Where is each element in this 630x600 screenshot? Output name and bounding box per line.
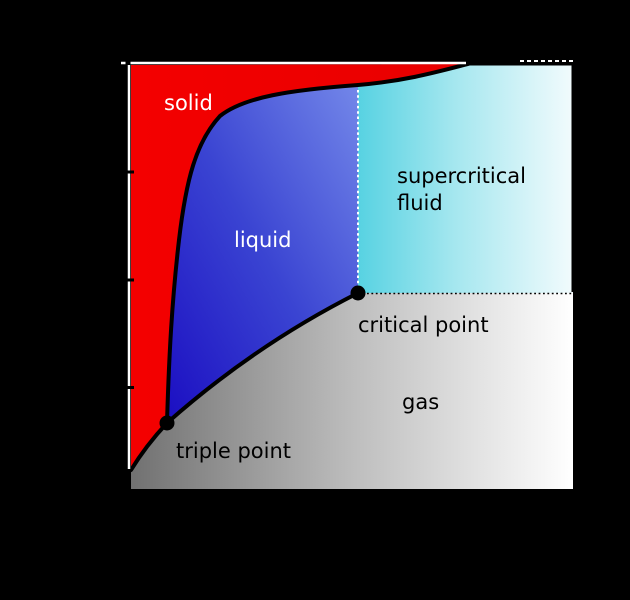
triple-point-marker [159, 415, 175, 431]
liquid-region-label: liquid [234, 228, 292, 252]
y-axis-tick [123, 278, 134, 282]
gas-region-label: gas [402, 390, 440, 414]
y-axis-tick [123, 170, 134, 174]
triple-point-label: triple point [176, 439, 292, 463]
solid-region-label: solid [164, 91, 213, 115]
plot-top-right-border [466, 62, 575, 292]
supercritical-region [358, 64, 573, 293]
critical-point-marker [350, 285, 366, 301]
solid-region [131, 64, 468, 470]
axis-corner-gap [125, 59, 131, 65]
vaporization-curve [165, 291, 360, 425]
y-axis-tick [123, 386, 134, 389]
liquid-region [167, 85, 358, 423]
critical-point-label: critical point [358, 313, 489, 337]
supercritical-fluid-region-label: supercritical fluid [397, 164, 527, 216]
gas-region [131, 293, 573, 491]
